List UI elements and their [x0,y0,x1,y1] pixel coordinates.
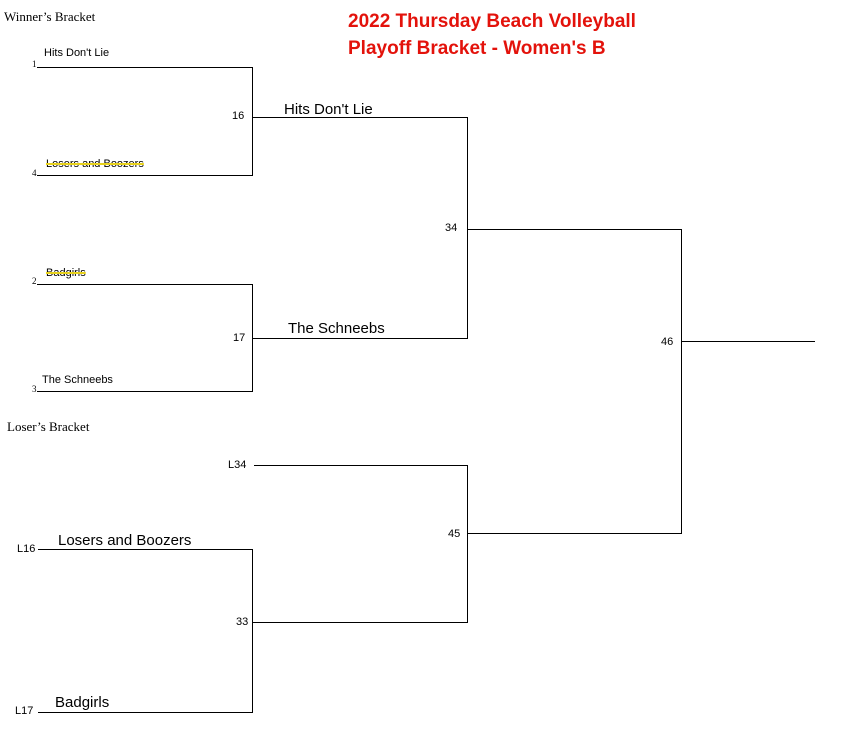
bracket-title: 2022 Thursday Beach Volleyball Playoff B… [348,8,636,62]
team-name: Badgirls [55,694,110,711]
bracket-connector [252,67,253,176]
title-line-1: 2022 Thursday Beach Volleyball [348,11,636,32]
seed-number: L16 [17,543,36,555]
title-line-2: Playoff Bracket - Women's B [348,38,606,59]
seed-number: 4 [32,168,37,178]
losers-bracket-label: Loser’s Bracket [7,419,90,434]
bracket-line [252,338,468,339]
bracket-line [37,67,253,68]
seed-number: 2 [32,276,37,286]
bracket-connector [681,229,682,534]
winners-bracket-label: Winner’s Bracket [4,9,96,24]
bracket-connector [252,549,253,713]
team-name-eliminated: Badgirls [46,267,86,279]
match-number: 17 [233,332,246,344]
final-line [681,341,815,342]
seed-number: 3 [32,384,37,394]
bracket-line [252,622,468,623]
bracket-line [37,284,253,285]
bracket-line [254,465,468,466]
match-winner: Hits Don't Lie [284,101,373,118]
match-number: 34 [445,222,458,234]
bracket-connector [467,465,468,623]
match-number: 33 [236,616,249,628]
match-number: 46 [661,336,674,348]
team-name: Losers and Boozers [58,532,192,549]
bracket-line [467,533,682,534]
match-number: 45 [448,528,461,540]
bracket-line [37,391,253,392]
match-number: 16 [232,110,245,122]
bracket-line [467,229,682,230]
match-winner: The Schneebs [288,320,385,337]
bracket-line [252,117,468,118]
team-name-eliminated: Losers and Boozers [46,158,144,170]
bracket-line [37,175,253,176]
team-name: The Schneebs [42,374,113,386]
team-name: Hits Don't Lie [44,47,110,59]
seed-number: L34 [228,459,247,471]
seed-number: 1 [32,59,37,69]
bracket-connector [467,117,468,339]
bracket-line [38,712,253,713]
bracket-line [38,549,253,550]
seed-number: L17 [15,705,34,717]
